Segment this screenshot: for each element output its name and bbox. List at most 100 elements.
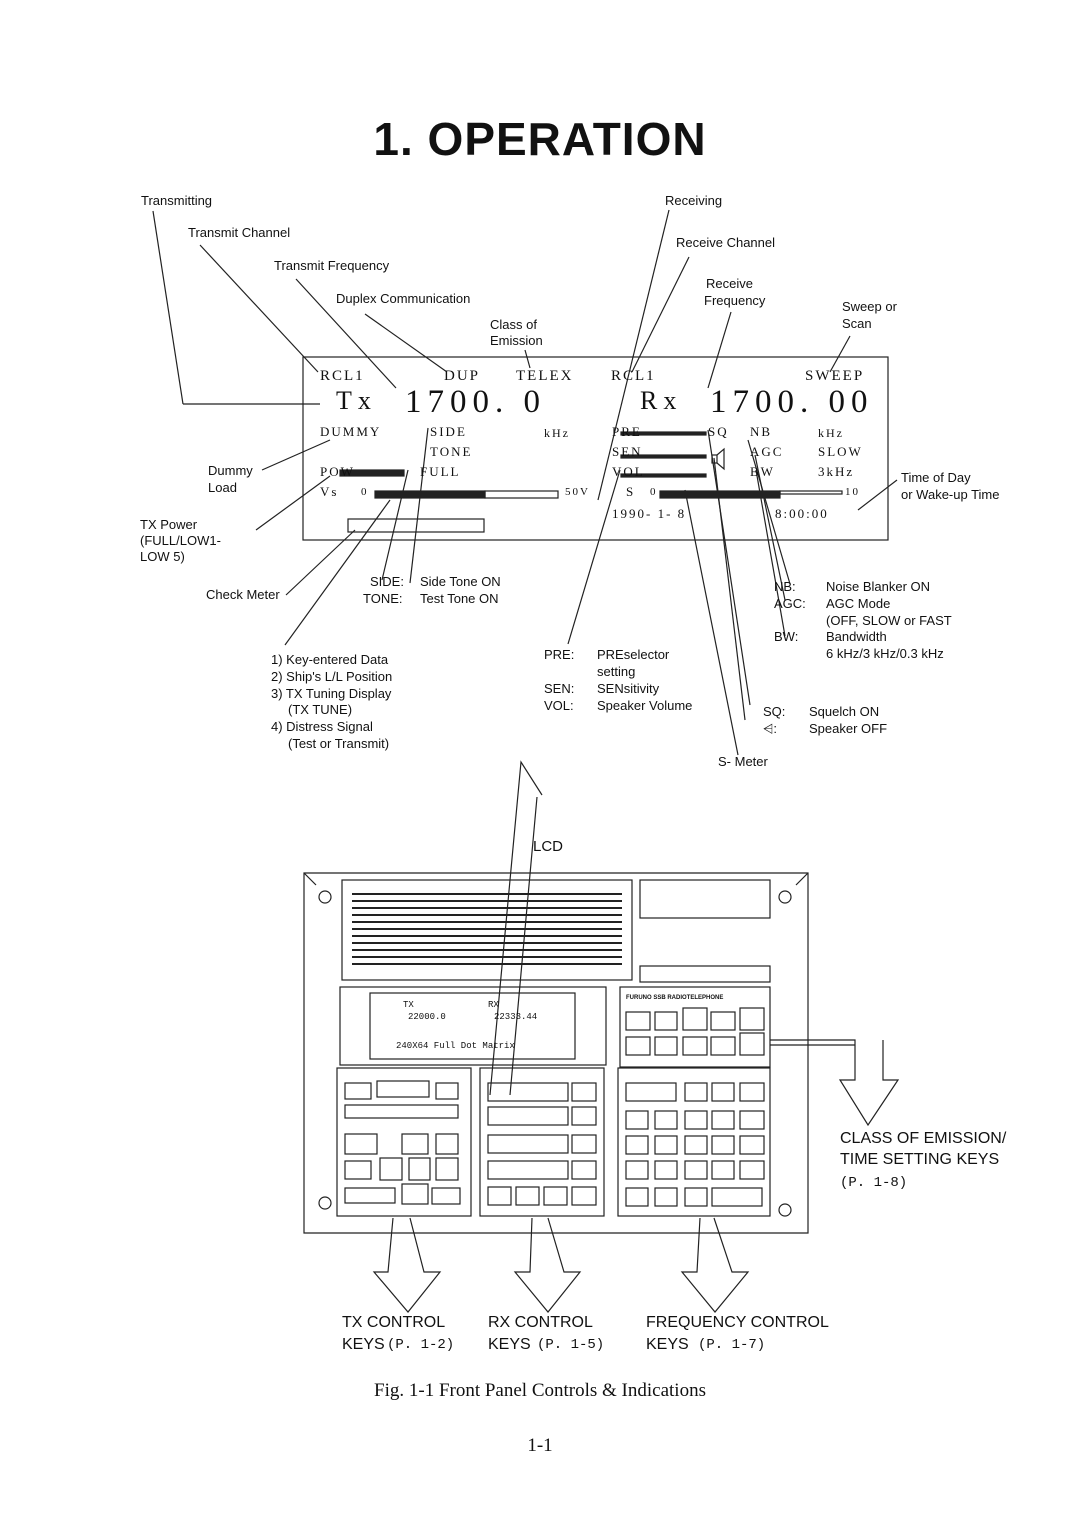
label-txpower-1: TX Power: [140, 517, 198, 532]
lcd-agc: AGC: [750, 444, 784, 459]
label-vol-desc: Speaker Volume: [597, 698, 693, 713]
label-side: SIDE:: [370, 574, 404, 589]
lcd-vs: Vs: [320, 484, 339, 499]
label-class-2: Emission: [490, 333, 543, 348]
lcd-rx: Rx: [640, 386, 683, 415]
label-pre-desc-1: PREselector: [597, 647, 670, 662]
lcd-s: S: [626, 484, 636, 499]
lcd-date: 1990- 1- 8: [612, 506, 687, 521]
label-lcd: LCD: [533, 838, 564, 855]
label-time-1: Time of Day: [901, 470, 971, 485]
label-duplex: Duplex Communication: [336, 291, 471, 306]
lcd-khz: kHz: [544, 426, 570, 440]
label-list-4b: (Test or Transmit): [288, 736, 390, 751]
label-rx-keys-1: RX CONTROL: [488, 1314, 593, 1331]
lcd-vs-0: 0: [361, 486, 369, 498]
label-receive-channel: Receive Channel: [676, 235, 776, 250]
label-check-meter: Check Meter: [206, 587, 280, 602]
label-dummy-1: Dummy: [208, 463, 253, 478]
tx-keypad: [336, 1067, 472, 1217]
label-class-keys-3: (P. 1-8): [840, 1175, 908, 1191]
label-transmit-channel: Transmit Channel: [188, 225, 291, 240]
nameplate: [639, 879, 771, 919]
label-dummy-2: Load: [208, 480, 237, 495]
lcd-s-0: 0: [650, 486, 658, 498]
lcd-pre: PRE: [612, 424, 642, 439]
lcd-telex: TELEX: [516, 368, 574, 384]
front-lcd-rx-val: 22333.44: [494, 1012, 538, 1022]
label-sen: SEN:: [544, 681, 575, 696]
page-title: 1. OPERATION: [373, 113, 707, 165]
front-lcd-rx: RX: [488, 1000, 499, 1010]
lcd-tx-freq: 1700. 0: [405, 384, 546, 420]
label-fc-keys-2: KEYS: [646, 1336, 689, 1353]
label-agc: AGC:: [774, 596, 806, 611]
lcd-sen: SEN: [612, 444, 643, 459]
page-number: 1-1: [527, 1435, 553, 1456]
front-lcd-tx: TX: [403, 1000, 414, 1010]
label-transmitting: Transmitting: [141, 193, 213, 208]
label-speaker-desc: Speaker OFF: [809, 721, 888, 736]
label-sweep-1: Sweep or: [842, 299, 897, 314]
speaker-grille: [341, 879, 633, 981]
front-lcd-tx-val: 22000.0: [408, 1012, 446, 1022]
lcd-side: SIDE: [430, 424, 467, 439]
label-fc-keys-3: (P. 1-7): [698, 1337, 766, 1353]
lcd-slow: SLOW: [818, 444, 863, 459]
label-class-keys-1: CLASS OF EMISSION/: [840, 1130, 1007, 1147]
label-agc-desc-2: (OFF, SLOW or FAST: [826, 613, 952, 628]
lcd-tone: TONE: [430, 444, 473, 459]
label-fc-keys-1: FREQUENCY CONTROL: [646, 1314, 829, 1331]
label-receive-freq-1: Receive: [706, 276, 753, 291]
front-lcd-dot: 240X64 Full Dot Matrix: [396, 1041, 515, 1051]
lcd-bw: BW: [750, 464, 775, 479]
label-sweep-2: Scan: [842, 316, 872, 331]
lcd-rcl-rx: RCL1: [611, 368, 656, 384]
label-tx-keys-2: KEYS: [342, 1336, 385, 1353]
label-list-1: 1) Key-entered Data: [271, 652, 389, 667]
label-sq-desc: Squelch ON: [809, 704, 880, 719]
label-time-2: or Wake-up Time: [901, 487, 1000, 502]
lcd-full: FULL: [420, 464, 461, 479]
label-rx-keys-2: KEYS: [488, 1336, 531, 1353]
lcd-bw-val: 3kHz: [818, 464, 855, 479]
label-list-2: 2) Ship's L/L Position: [271, 669, 393, 684]
lcd-nb: NB: [750, 424, 773, 439]
rx-keypad: [479, 1067, 605, 1217]
lcd-frame: [302, 356, 889, 541]
label-side-desc: Side Tone ON: [420, 574, 501, 589]
label-tone: TONE:: [363, 591, 403, 606]
lcd-khz2: kHz: [818, 426, 844, 440]
front-lcd-housing: [339, 986, 607, 1066]
lcd-pow: POW: [320, 464, 355, 479]
lcd-dup: DUP: [444, 368, 481, 384]
lcd-sweep: SWEEP: [805, 368, 865, 384]
label-smeter: S- Meter: [718, 754, 768, 769]
figure-caption: Fig. 1-1 Front Panel Controls & Indicati…: [374, 1380, 706, 1401]
lcd-tx: Tx: [336, 386, 377, 415]
label-txpower-2: (FULL/LOW1-: [140, 533, 221, 548]
lcd-rcl-tx: RCL1: [320, 368, 365, 384]
label-bw-desc-2: 6 kHz/3 kHz/0.3 kHz: [826, 646, 944, 661]
lcd-vol: VOL: [612, 464, 645, 479]
label-list-3b: (TX TUNE): [288, 702, 353, 717]
label-list-4: 4) Distress Signal: [271, 719, 373, 734]
lcd-vs-max: 50V: [565, 486, 590, 498]
device-outline: [303, 872, 809, 1234]
label-vol: VOL:: [544, 698, 574, 713]
label-list-3: 3) TX Tuning Display: [271, 686, 392, 701]
lcd-sq: SQ: [708, 424, 729, 439]
label-tone-desc: Test Tone ON: [420, 591, 499, 606]
label-bw-desc-1: Bandwidth: [826, 629, 887, 644]
label-bw: BW:: [774, 629, 799, 644]
label-class-keys-2: TIME SETTING KEYS: [840, 1151, 1000, 1168]
label-rx-keys-3: (P. 1-5): [537, 1337, 605, 1353]
label-tx-keys-3: (P. 1-2): [387, 1337, 455, 1353]
label-sq: SQ:: [763, 704, 786, 719]
lcd-dummy: DUMMY: [320, 424, 382, 439]
label-pre-desc-2: setting: [597, 664, 636, 679]
label-nb: NB:: [774, 579, 796, 594]
label-txpower-3: LOW 5): [140, 549, 185, 564]
label-nb-desc: Noise Blanker ON: [826, 579, 931, 594]
